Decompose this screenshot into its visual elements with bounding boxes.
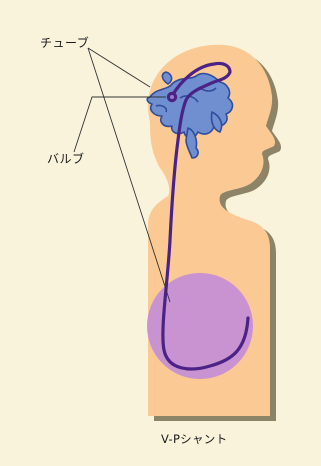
diagram-caption: V-Pシャント bbox=[161, 431, 227, 447]
tube-label: チューブ bbox=[40, 34, 89, 51]
bulb-label: バルブ bbox=[47, 150, 85, 167]
valve-bulb bbox=[167, 92, 177, 102]
tube-leader-line-1 bbox=[88, 48, 150, 87]
